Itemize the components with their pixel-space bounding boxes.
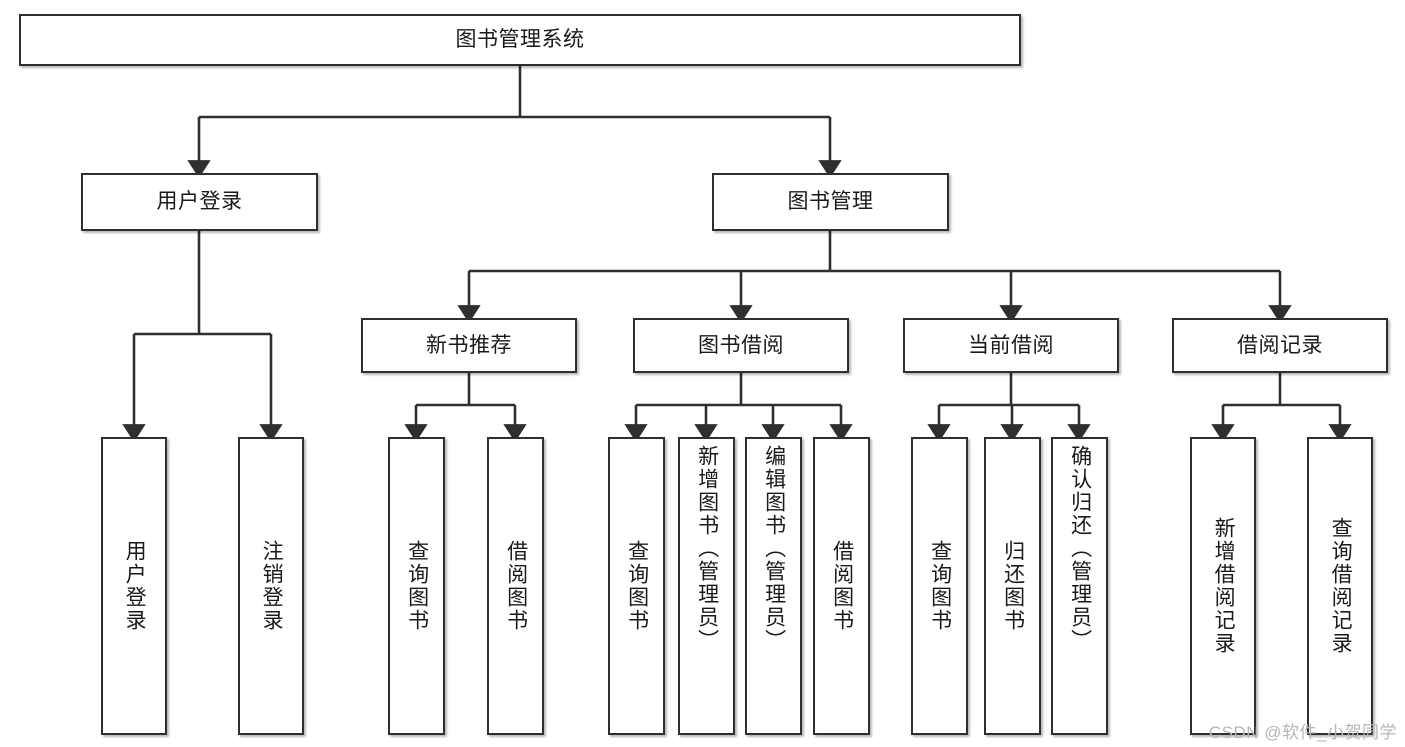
root-node-0[interactable]: 图书管理系统 xyxy=(19,14,1021,66)
watermark-label: CSDN @软件_小贺同学 xyxy=(1208,723,1397,742)
leaf-node-label: 新增借阅记录 xyxy=(1212,517,1236,655)
leaf-node-7[interactable]: 借阅图书 xyxy=(813,437,870,735)
leaf-node-label: 归还图书 xyxy=(1001,540,1025,632)
leaf-node-11[interactable]: 新增借阅记录 xyxy=(1190,437,1256,735)
leaf-node-4[interactable]: 查询图书 xyxy=(608,437,665,735)
level2-node-label: 用户登录 xyxy=(156,190,243,214)
root-node-label: 图书管理系统 xyxy=(455,28,585,52)
leaf-node-label: 借阅图书 xyxy=(504,540,528,632)
leaf-node-label: 查询图书 xyxy=(405,540,429,632)
leaf-node-1[interactable]: 注销登录 xyxy=(238,437,304,735)
level3-node-2[interactable]: 当前借阅 xyxy=(903,318,1119,373)
level2-node-label: 图书管理 xyxy=(787,190,874,214)
leaf-node-label: 用户登录 xyxy=(123,540,147,632)
leaf-node-3[interactable]: 借阅图书 xyxy=(487,437,544,735)
leaf-node-8[interactable]: 查询图书 xyxy=(911,437,968,735)
leaf-node-label: 编辑图书（管理员） xyxy=(762,445,786,652)
leaf-node-10[interactable]: 确认归还（管理员） xyxy=(1051,437,1108,735)
leaf-node-9[interactable]: 归还图书 xyxy=(984,437,1041,735)
level2-node-1[interactable]: 图书管理 xyxy=(712,173,949,231)
leaf-node-6[interactable]: 编辑图书（管理员） xyxy=(745,437,802,735)
level3-node-1[interactable]: 图书借阅 xyxy=(633,318,849,373)
leaf-node-label: 查询借阅记录 xyxy=(1329,517,1353,655)
leaf-node-0[interactable]: 用户登录 xyxy=(101,437,167,735)
level3-node-label: 当前借阅 xyxy=(968,333,1054,357)
leaf-node-label: 确认归还（管理员） xyxy=(1068,445,1092,652)
level3-node-0[interactable]: 新书推荐 xyxy=(361,318,577,373)
level2-node-0[interactable]: 用户登录 xyxy=(81,173,318,231)
leaf-node-label: 查询图书 xyxy=(928,540,952,632)
leaf-node-5[interactable]: 新增图书（管理员） xyxy=(678,437,735,735)
connector-lines xyxy=(122,66,1352,443)
level3-node-3[interactable]: 借阅记录 xyxy=(1172,318,1388,373)
level3-node-label: 图书借阅 xyxy=(698,333,784,357)
leaf-node-2[interactable]: 查询图书 xyxy=(388,437,445,735)
leaf-node-label: 注销登录 xyxy=(260,540,284,632)
leaf-node-12[interactable]: 查询借阅记录 xyxy=(1307,437,1373,735)
level3-node-label: 新书推荐 xyxy=(426,333,512,357)
leaf-node-label: 新增图书（管理员） xyxy=(695,445,719,652)
level3-node-label: 借阅记录 xyxy=(1237,333,1323,357)
leaf-node-label: 查询图书 xyxy=(625,540,649,632)
leaf-node-label: 借阅图书 xyxy=(830,540,854,632)
